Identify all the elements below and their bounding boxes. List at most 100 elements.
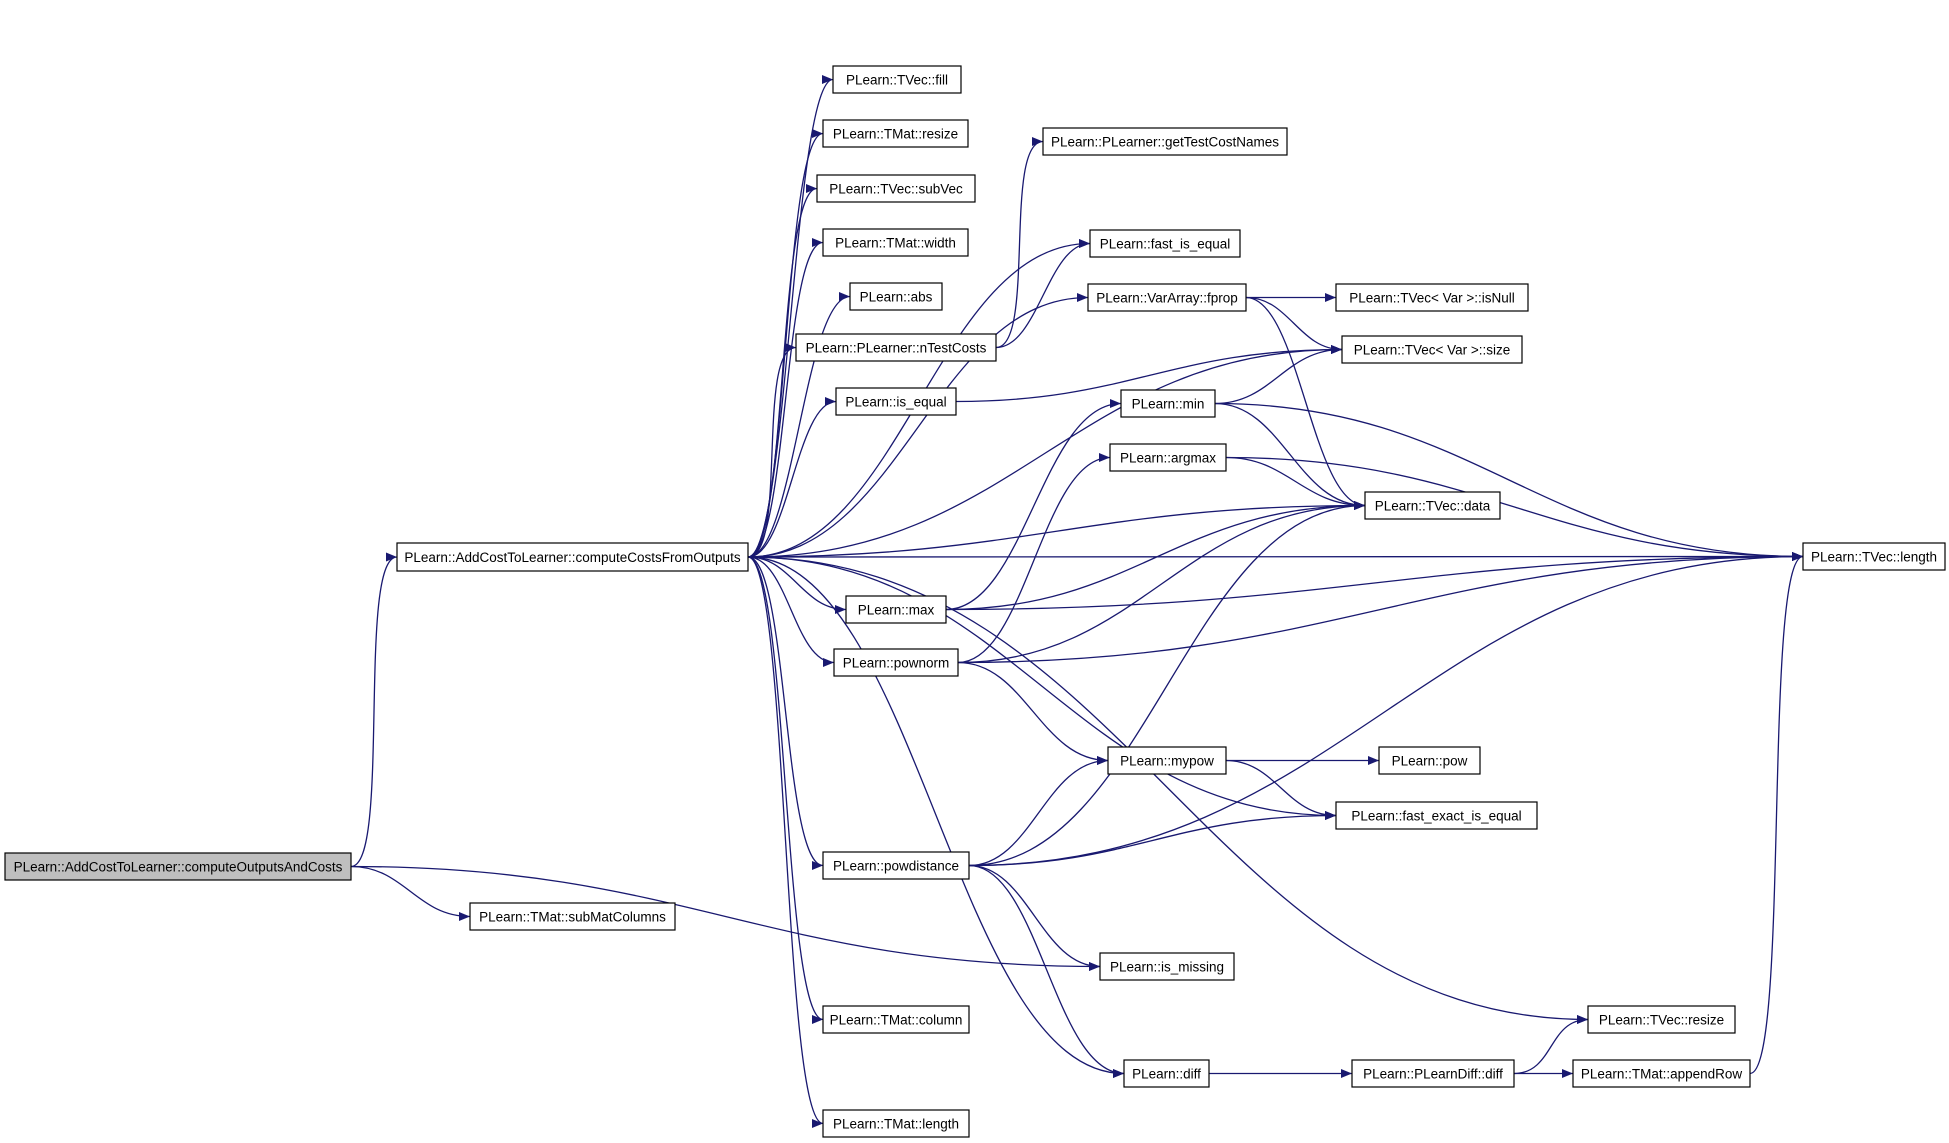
edge-ccfo-pownorm	[747, 556, 835, 664]
edge-ccfo-iseq	[747, 400, 837, 558]
edge-powdist-diff-arrowhead	[1113, 1069, 1124, 1078]
edge-powdist-ismissing	[968, 864, 1101, 968]
node-label: PLearn::fast_is_equal	[1100, 237, 1231, 252]
node-subvec[interactable]: PLearn::TVec::subVec	[816, 174, 976, 203]
edge-ccfo-powdist-arrowhead	[812, 861, 823, 870]
node-label: PLearn::TVec< Var >::size	[1354, 343, 1511, 358]
node-label: PLearn::abs	[860, 290, 933, 305]
edge-min-tvlength	[1214, 402, 1804, 558]
edge-appendrow-tvlength	[1749, 555, 1804, 1075]
node-pow[interactable]: PLearn::pow	[1378, 746, 1481, 775]
node-box	[1802, 542, 1946, 571]
call-nodes: PLearn::AddCostToLearner::computeOutputs…	[4, 65, 1946, 1138]
node-box	[4, 852, 352, 881]
node-argmax[interactable]: PLearn::argmax	[1109, 443, 1227, 472]
edge-ccfo-subvec-arrowhead	[806, 184, 817, 193]
edge-ccfo-subvec	[747, 187, 818, 558]
node-column[interactable]: PLearn::TMat::column	[822, 1005, 970, 1034]
node-box	[1120, 389, 1216, 418]
node-box	[1089, 229, 1241, 258]
node-label: PLearn::TVec::data	[1375, 499, 1491, 514]
node-powdist[interactable]: PLearn::powdistance	[822, 851, 970, 880]
node-vsize[interactable]: PLearn::TVec< Var >::size	[1341, 335, 1523, 364]
edge-min-vsize	[1214, 348, 1343, 405]
edge-iseq-vsize	[955, 348, 1343, 403]
node-label: PLearn::VarArray::fprop	[1096, 291, 1238, 306]
node-root[interactable]: PLearn::AddCostToLearner::computeOutputs…	[4, 852, 352, 881]
node-label: PLearn::AddCostToLearner::computeOutputs…	[14, 860, 343, 875]
node-abs[interactable]: PLearn::abs	[849, 282, 943, 311]
node-appendrow[interactable]: PLearn::TMat::appendRow	[1572, 1059, 1751, 1088]
edge-powdist-mypow	[968, 759, 1109, 867]
edge-ccfo-vsize	[747, 348, 1343, 558]
node-box	[822, 1109, 970, 1138]
node-label: PLearn::pownorm	[843, 656, 950, 671]
node-label: PLearn::max	[858, 603, 935, 618]
edge-argmax-data	[1225, 456, 1366, 507]
node-box	[1099, 952, 1235, 981]
node-pldiff[interactable]: PLearn::PLearnDiff::diff	[1351, 1059, 1515, 1088]
edge-ccfo-tmresize-arrowhead	[812, 129, 823, 138]
node-box	[1042, 127, 1288, 156]
edge-ccfo-diff	[747, 556, 1125, 1075]
node-box	[1364, 491, 1501, 520]
node-feie[interactable]: PLearn::fast_exact_is_equal	[1335, 801, 1538, 830]
node-isnull[interactable]: PLearn::TVec< Var >::isNull	[1335, 283, 1529, 312]
edge-root-submat-arrowhead	[459, 912, 470, 921]
node-tvresize[interactable]: PLearn::TVec::resize	[1587, 1005, 1736, 1034]
node-data[interactable]: PLearn::TVec::data	[1364, 491, 1501, 520]
node-gtcn[interactable]: PLearn::PLearner::getTestCostNames	[1042, 127, 1288, 156]
node-label: PLearn::AddCostToLearner::computeCostsFr…	[404, 550, 740, 565]
edge-ccfo-max-arrowhead	[835, 605, 846, 614]
edge-ccfo-fprop-arrowhead	[1077, 293, 1088, 302]
node-tmlength[interactable]: PLearn::TMat::length	[822, 1109, 970, 1138]
edge-root-ccfo	[350, 556, 398, 868]
edge-mypow-feie	[1225, 759, 1337, 817]
node-label: PLearn::TVec< Var >::isNull	[1349, 291, 1515, 306]
node-box	[816, 174, 976, 203]
node-label: PLearn::TMat::appendRow	[1581, 1067, 1743, 1082]
edge-ccfo-tvlength	[747, 555, 1804, 558]
node-fill[interactable]: PLearn::TVec::fill	[832, 65, 962, 94]
node-submat[interactable]: PLearn::TMat::subMatColumns	[469, 902, 676, 931]
node-label: PLearn::is_missing	[1110, 960, 1224, 975]
call-edges	[350, 75, 1804, 1128]
edge-argmax-tvlength	[1225, 456, 1804, 558]
edge-pownorm-data	[957, 504, 1366, 664]
edge-pownorm-argmax	[957, 456, 1111, 664]
node-fprop[interactable]: PLearn::VarArray::fprop	[1087, 283, 1247, 312]
edge-pownorm-argmax-arrowhead	[1099, 453, 1110, 462]
node-ntc[interactable]: PLearn::PLearner::nTestCosts	[795, 333, 997, 362]
node-min[interactable]: PLearn::min	[1120, 389, 1216, 418]
edge-root-ccfo-arrowhead	[386, 552, 397, 562]
node-box	[822, 1005, 970, 1034]
edge-root-ismissing	[350, 865, 1101, 968]
edge-max-min-arrowhead	[1110, 399, 1121, 408]
node-diff[interactable]: PLearn::diff	[1123, 1059, 1210, 1088]
node-iseq[interactable]: PLearn::is_equal	[835, 387, 957, 416]
edge-ccfo-width-arrowhead	[812, 238, 823, 247]
node-box	[833, 648, 959, 677]
node-label: PLearn::TMat::column	[830, 1013, 963, 1028]
node-tvlength[interactable]: PLearn::TVec::length	[1802, 542, 1946, 571]
edge-ccfo-powdist	[747, 556, 824, 867]
node-label: PLearn::TMat::subMatColumns	[479, 910, 666, 925]
node-pownorm[interactable]: PLearn::pownorm	[833, 648, 959, 677]
node-max[interactable]: PLearn::max	[845, 595, 947, 624]
edge-ntc-fie-arrowhead	[1079, 239, 1090, 248]
node-tmresize[interactable]: PLearn::TMat::resize	[822, 119, 969, 148]
edge-pownorm-mypow	[957, 661, 1109, 762]
edge-pownorm-tvlength	[957, 555, 1804, 664]
node-mypow[interactable]: PLearn::mypow	[1107, 746, 1227, 775]
node-label: PLearn::min	[1132, 397, 1205, 412]
node-fie[interactable]: PLearn::fast_is_equal	[1089, 229, 1241, 258]
node-box	[1351, 1059, 1515, 1088]
node-width[interactable]: PLearn::TMat::width	[822, 228, 969, 257]
edge-powdist-mypow-arrowhead	[1097, 756, 1108, 765]
node-ismissing[interactable]: PLearn::is_missing	[1099, 952, 1235, 981]
node-label: PLearn::TMat::resize	[833, 127, 958, 142]
node-box	[1087, 283, 1247, 312]
edge-ccfo-feie	[747, 556, 1337, 817]
edge-ccfo-abs	[747, 295, 851, 558]
node-ccfo[interactable]: PLearn::AddCostToLearner::computeCostsFr…	[396, 542, 749, 572]
